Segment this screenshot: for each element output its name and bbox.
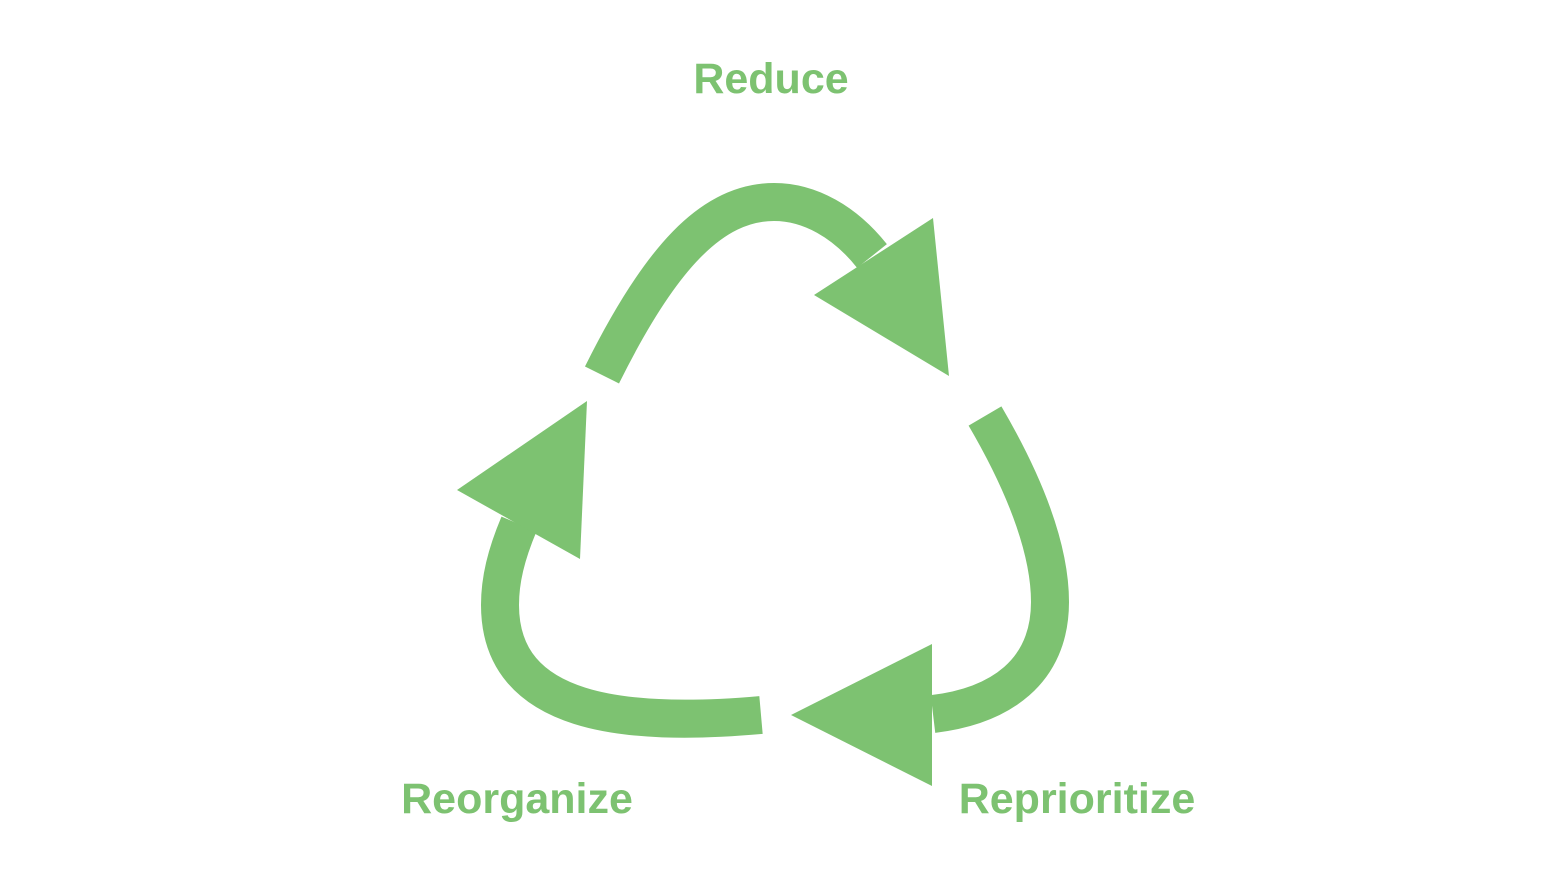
arrow-body-left [481,516,763,738]
arrow-reduce-to-reprioritize [584,183,949,384]
label-reorganize: Reorganize [401,775,633,823]
arrow-body-top [584,183,887,384]
arrow-reorganize-to-reduce [457,401,763,738]
label-reprioritize: Reprioritize [959,775,1196,823]
label-reduce: Reduce [693,55,848,103]
arrowhead-left [457,401,587,559]
arrowhead-bottom [791,644,932,786]
arrow-body-right [930,406,1069,733]
arrow-reprioritize-to-reorganize [791,406,1069,786]
arrowhead-top [814,218,949,376]
